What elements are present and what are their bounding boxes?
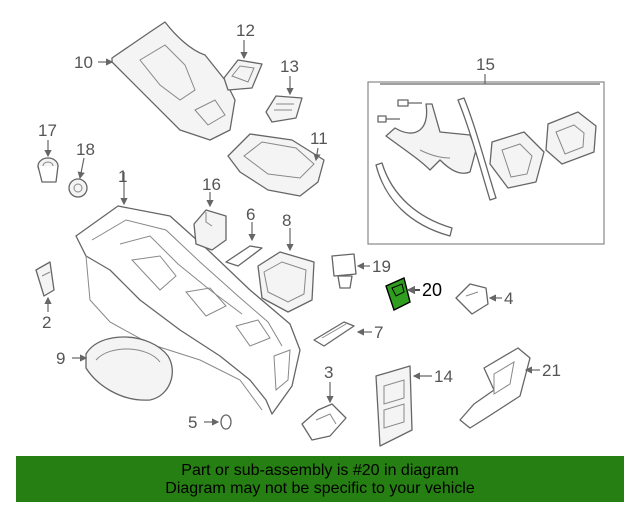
part-10-console-finisher [111,21,236,141]
part-16-module [193,209,227,251]
callout-1: 1 [118,167,127,186]
banner-line-1: Part or sub-assembly is #20 in diagram [181,462,459,479]
part-4-bracket [455,283,489,315]
part-17-socket [37,157,59,183]
callout-16: 16 [202,175,221,194]
callout-14: 14 [434,367,453,386]
callout-2: 2 [42,313,51,332]
part-11-console-lid [227,133,325,197]
part-5-clip [220,414,232,430]
parts-diagram: 15 10 12 13 11 17 18 [35,21,605,447]
part-7-rail [313,321,355,347]
callout-5: 5 [188,413,197,432]
part-2-bracket [35,261,55,297]
callout-15: 15 [476,55,495,74]
callout-11: 11 [310,129,328,148]
callout-3: 3 [324,363,333,382]
part-8-cup-holder [257,251,315,313]
callout-21: 21 [542,361,561,380]
callout-12: 12 [236,21,255,40]
callout-13: 13 [280,57,299,76]
part-21-side-bracket [459,347,531,429]
callout-6: 6 [246,205,255,224]
callout-18: 18 [76,140,95,159]
part-18-ring [68,178,88,198]
part-3-bracket [301,403,347,441]
callout-19: 19 [372,257,391,276]
callout-20: 20 [422,280,442,300]
part-15-trim-panel [375,97,597,237]
part-13-switch [265,95,303,123]
part-12-switch-panel [223,59,263,91]
callout-17: 17 [38,121,57,140]
part-19-bracket [331,253,357,289]
callout-7: 7 [374,323,383,342]
callout-4: 4 [504,289,513,308]
info-banner: Part or sub-assembly is #20 in diagram D… [16,456,624,502]
callout-10: 10 [74,53,93,72]
part-6-strip [225,245,263,267]
banner-line-2: Diagram may not be specific to your vehi… [165,480,475,497]
callout-8: 8 [282,211,291,230]
part-15-bolts [377,99,422,123]
part-20-highlighted [385,277,411,311]
callout-9: 9 [56,349,65,368]
part-9-armrest-pad [85,336,173,401]
part-14-side-panel [375,365,413,447]
